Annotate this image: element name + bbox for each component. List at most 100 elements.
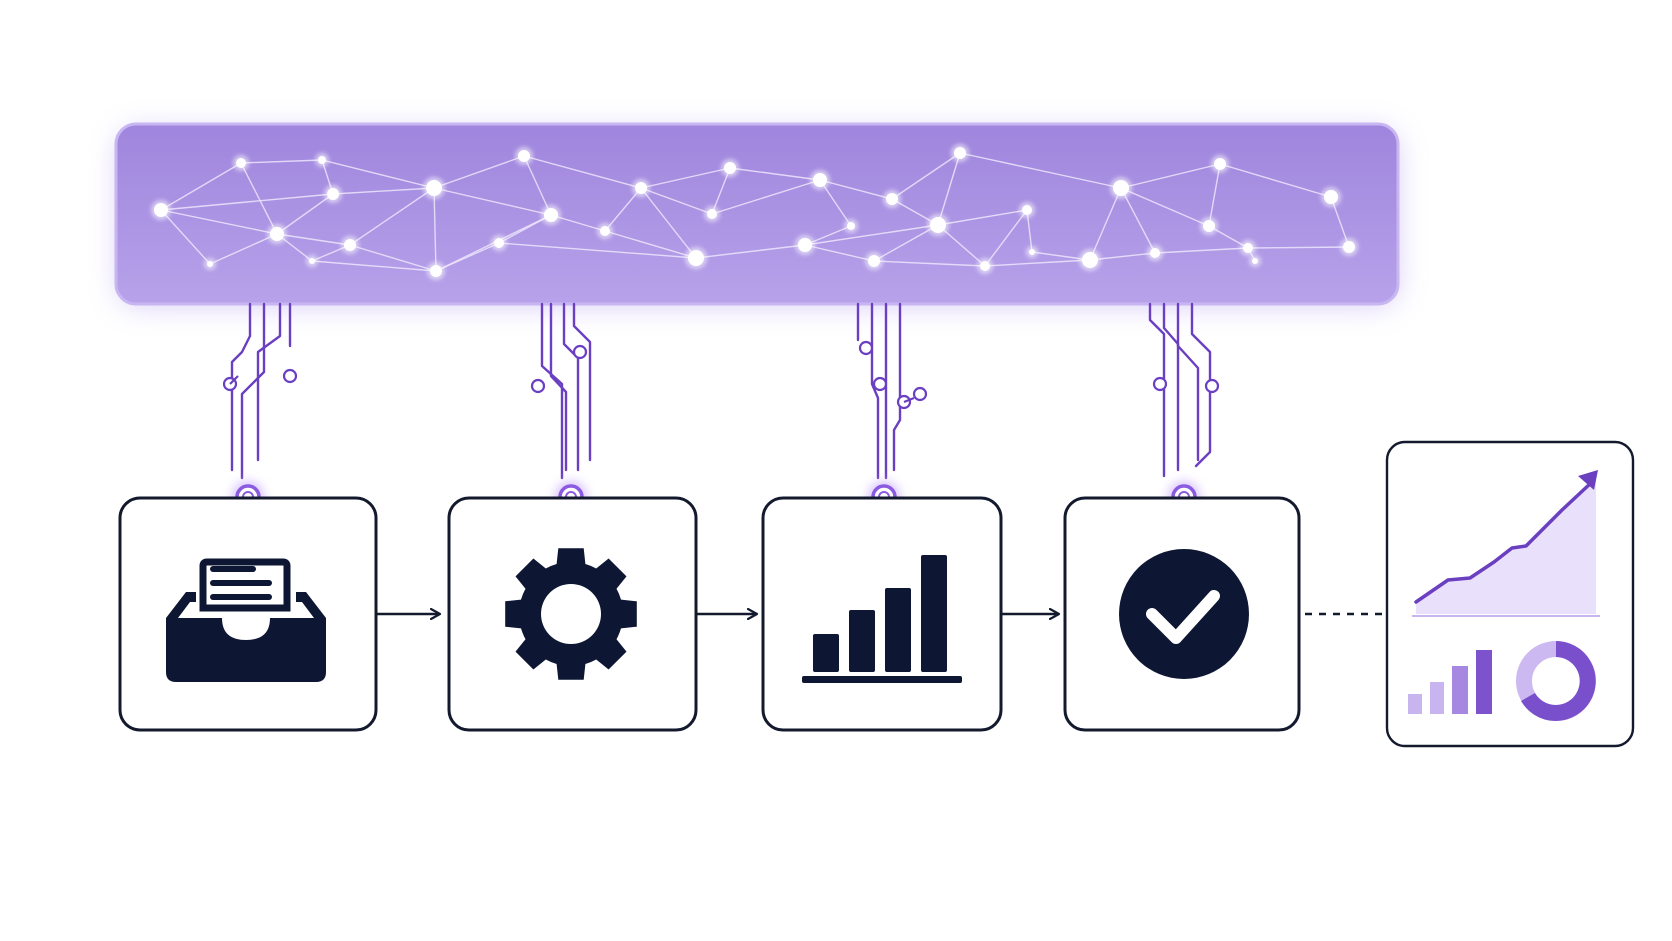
network-node [494, 238, 504, 248]
network-edge [433, 155, 525, 189]
network-edge [523, 155, 642, 189]
network-edge [209, 233, 278, 265]
network-edge [937, 209, 1028, 226]
network-edge [498, 242, 697, 259]
circuit-trace [229, 375, 239, 385]
bar-chart-icon [802, 555, 962, 683]
circuit-trace [230, 302, 252, 472]
network-edge [1208, 163, 1221, 227]
network-node [600, 226, 610, 236]
network-edge [984, 209, 1028, 267]
circuit-pad [1152, 376, 1168, 392]
network-edge [276, 233, 351, 246]
gear-icon [505, 548, 637, 680]
network-edge [332, 187, 435, 195]
analytics-step [761, 496, 1003, 732]
network-edge [640, 167, 731, 189]
network-node [847, 222, 855, 230]
network-node [798, 238, 812, 252]
network-edge [160, 162, 242, 211]
circuit-trace [240, 302, 266, 480]
gear-hole [541, 584, 601, 644]
circuit-trace [903, 396, 915, 404]
network-node [1113, 180, 1129, 196]
network-node [1243, 243, 1253, 253]
processing-step [447, 496, 698, 732]
circuit-trace [1162, 302, 1180, 472]
circuit-trace [1176, 302, 1200, 462]
donut-chart-icon [1516, 641, 1596, 721]
network-edge [1089, 187, 1122, 261]
network-edge [160, 209, 278, 235]
network-node [886, 193, 898, 205]
circuit-trace [892, 302, 902, 472]
network-edge [959, 152, 1122, 189]
network-edge [1120, 187, 1210, 227]
network-edge [729, 167, 821, 181]
network-edge [349, 187, 435, 246]
network-node [707, 209, 717, 219]
circuit-trace [256, 302, 282, 462]
network-edge [604, 230, 697, 259]
circuit-pad [858, 340, 874, 356]
circuit-connectors [222, 302, 1220, 513]
circuit-trace [540, 302, 564, 480]
network-edge [321, 159, 435, 189]
circuit-pad [912, 386, 928, 402]
network-edge [873, 260, 986, 267]
network-edge [1120, 187, 1156, 254]
network-node [1029, 249, 1035, 255]
network-node [344, 239, 356, 251]
network-node [309, 258, 315, 264]
layer-panel [114, 122, 1400, 306]
network-node [1343, 241, 1355, 253]
network-node [207, 261, 213, 267]
network-node [544, 208, 558, 222]
network-edge [240, 162, 278, 235]
network-node [430, 265, 442, 277]
network-edge [433, 187, 437, 272]
check-circle-icon [1119, 549, 1249, 679]
network-node [1203, 220, 1215, 232]
network-edge [640, 187, 697, 259]
circuit-trace [562, 302, 580, 472]
network-edge [433, 187, 552, 216]
network-node [318, 156, 326, 164]
network-edge [1219, 163, 1332, 198]
network-edge [695, 244, 806, 259]
workflow-steps [118, 496, 1301, 732]
network-node [1252, 258, 1258, 264]
network-node [154, 203, 168, 217]
circuit-pad [530, 378, 546, 394]
network-edge [804, 224, 939, 246]
network-edge [640, 187, 713, 215]
network-edge [984, 259, 1091, 267]
network-node [1022, 205, 1032, 215]
network-edge [711, 179, 821, 215]
neural-network-layer [114, 122, 1400, 306]
network-edge [311, 260, 437, 272]
network-edge [819, 179, 893, 200]
circuit-pad [872, 376, 888, 392]
network-edge [160, 193, 334, 211]
trend-line-chart-icon [1412, 470, 1600, 617]
network-node [635, 182, 647, 194]
inbox-tray-icon [166, 558, 326, 682]
network-edge [349, 244, 437, 272]
network-node [724, 162, 736, 174]
network-node [1150, 248, 1160, 258]
network-edge [160, 209, 211, 265]
network-node [813, 173, 827, 187]
network-edge [523, 155, 552, 216]
network-node [868, 255, 880, 267]
network-edge [891, 152, 961, 200]
network-nodes [151, 144, 1358, 280]
network-edge [1154, 247, 1249, 254]
circuit-pad [572, 344, 588, 360]
network-node [1082, 252, 1098, 268]
network-node [270, 227, 284, 241]
network-edge [240, 159, 323, 164]
network-node [688, 250, 704, 266]
network-node [518, 150, 530, 162]
